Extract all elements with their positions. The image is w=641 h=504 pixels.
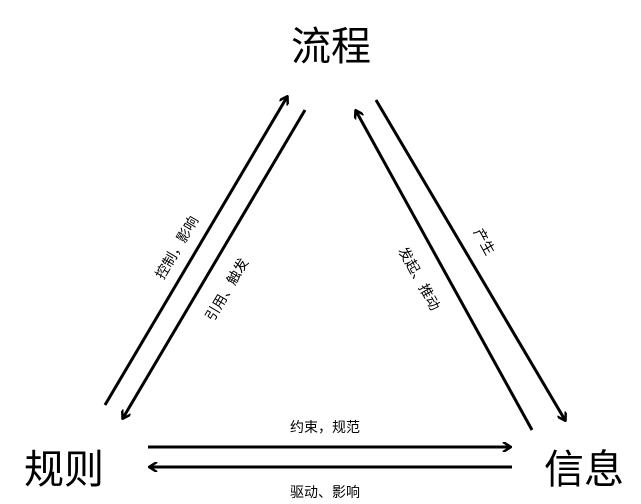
label-rules-to-process: 控制，影响 xyxy=(153,214,202,282)
label-rules-to-info: 约束，规范 xyxy=(290,419,360,436)
label-process-to-info: 产生 xyxy=(470,226,498,258)
label-process-to-rules: 引用、触发 xyxy=(203,256,252,324)
arrow-process-to-info xyxy=(374,99,565,420)
node-process: 流程 xyxy=(291,24,371,70)
node-rules: 规则 xyxy=(24,447,104,493)
node-information: 信息 xyxy=(544,447,624,493)
arrow-process-to-rules xyxy=(123,109,307,418)
label-info-to-rules: 驱动、影响 xyxy=(290,485,360,501)
arrow-info-to-process xyxy=(356,111,534,431)
arrow-rules-to-process xyxy=(103,97,287,406)
